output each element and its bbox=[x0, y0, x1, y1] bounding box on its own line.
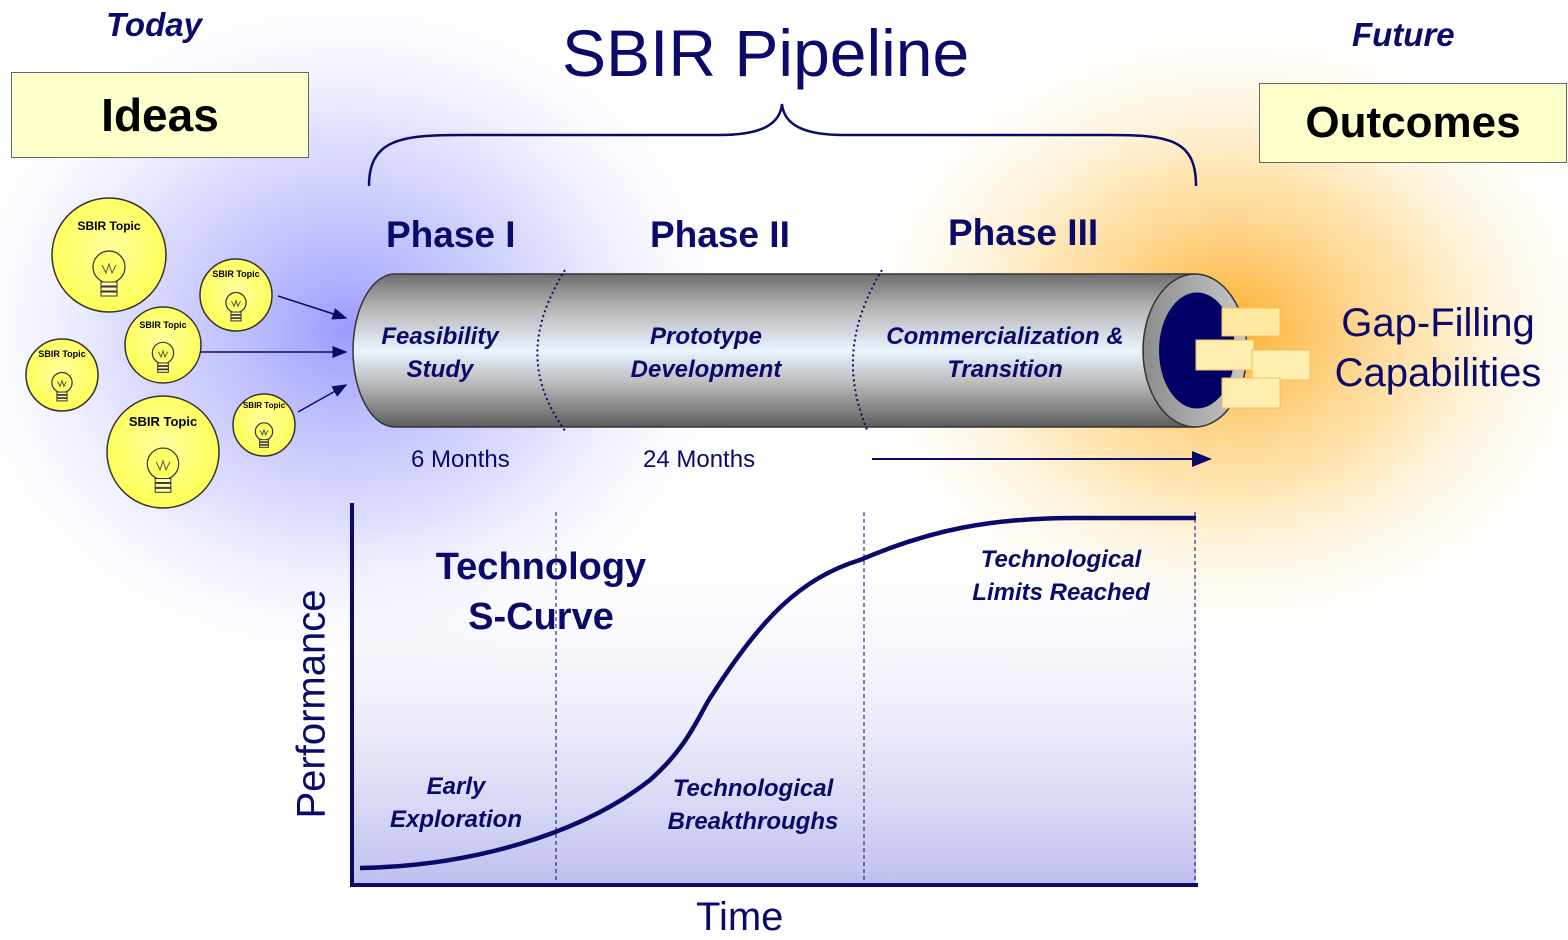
input-arrow-1 bbox=[277, 295, 348, 320]
ideas-box: Ideas bbox=[11, 72, 309, 158]
phase3-title: Phase III bbox=[948, 212, 1099, 253]
phase2-duration: 24 Months bbox=[643, 446, 756, 473]
outcome-line2: Capabilities bbox=[1334, 351, 1542, 395]
pipeline-cylinder bbox=[352, 269, 1248, 433]
idea-bulb-5 bbox=[106, 395, 220, 509]
topic-label-6: SBIR Topic bbox=[242, 401, 286, 410]
gap-filling-capabilities: Gap-Filling Capabilities bbox=[1310, 298, 1566, 398]
phase3-desc-line2: Transition bbox=[947, 356, 1063, 383]
input-arrow-3 bbox=[297, 384, 348, 413]
topic-label-1: SBIR Topic bbox=[77, 219, 141, 233]
idea-bulb-2 bbox=[199, 258, 273, 332]
outcome-line1: Gap-Filling bbox=[1341, 301, 1535, 345]
phase1-desc-line2: Study bbox=[406, 356, 474, 383]
phase2-desc-line2: Development bbox=[630, 356, 782, 383]
future-label: Future bbox=[1352, 16, 1455, 53]
phase1-desc-line1: Feasibility bbox=[381, 323, 499, 350]
s-curve-title: Technology S-Curve bbox=[410, 542, 672, 642]
idea-bulb-4 bbox=[25, 338, 99, 412]
phases-brace bbox=[367, 103, 1198, 187]
phase3-description: Commercialization & Transition bbox=[862, 320, 1148, 386]
stage2-line1: Technological bbox=[672, 775, 834, 802]
stage1-line1: Early bbox=[426, 773, 486, 800]
stage-breakthroughs: Technological Breakthroughs bbox=[642, 772, 864, 838]
phase2-desc-line1: Prototype bbox=[649, 323, 762, 350]
stage1-line2: Exploration bbox=[389, 806, 522, 833]
stage3-line2: Limits Reached bbox=[972, 579, 1150, 606]
today-label: Today bbox=[106, 6, 202, 43]
outcomes-box: Outcomes bbox=[1259, 83, 1567, 163]
idea-bulb-3 bbox=[124, 306, 202, 384]
topic-label-5: SBIR Topic bbox=[128, 414, 198, 429]
x-axis-label: Time bbox=[696, 895, 784, 939]
s-curve bbox=[359, 515, 1196, 871]
outcome-blocks bbox=[1195, 307, 1311, 409]
idea-bulb-6 bbox=[232, 393, 296, 457]
idea-bulbs bbox=[25, 197, 296, 509]
s-curve-title-line2: S-Curve bbox=[468, 596, 614, 638]
topic-label-3: SBIR Topic bbox=[139, 320, 187, 330]
y-axis-label: Performance bbox=[289, 589, 334, 819]
stage-early-exploration: Early Exploration bbox=[372, 770, 540, 836]
phase1-duration: 6 Months bbox=[411, 446, 510, 473]
phase2-description: Prototype Development bbox=[600, 320, 812, 386]
chart-background bbox=[352, 518, 1196, 884]
topic-label-2: SBIR Topic bbox=[212, 269, 260, 279]
idea-bulb-1 bbox=[51, 197, 167, 313]
phase1-title: Phase I bbox=[386, 214, 516, 255]
stage-limits-reached: Technological Limits Reached bbox=[946, 543, 1176, 609]
topic-label-4: SBIR Topic bbox=[38, 349, 86, 359]
s-curve-title-line1: Technology bbox=[435, 546, 647, 588]
phase2-title: Phase II bbox=[650, 214, 790, 255]
stage2-line2: Breakthroughs bbox=[667, 808, 839, 835]
page-title: SBIR Pipeline bbox=[562, 16, 970, 90]
stage3-line1: Technological bbox=[980, 546, 1142, 573]
phase1-description: Feasibility Study bbox=[362, 320, 518, 386]
phase3-desc-line1: Commercialization & bbox=[886, 323, 1124, 350]
